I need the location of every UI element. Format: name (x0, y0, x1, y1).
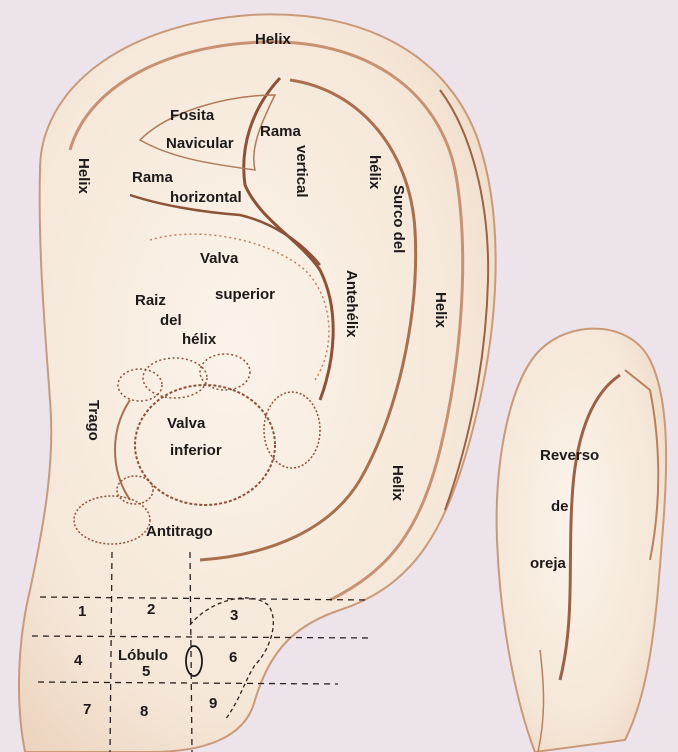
label-rama-vertical-2: vertical (294, 145, 309, 198)
ear-back-shape (497, 329, 666, 752)
label-helix-top: Helix (255, 32, 291, 47)
lobule-zone-3: 3 (230, 608, 238, 623)
lobule-zone-7: 7 (83, 702, 91, 717)
label-reverso: Reverso (540, 448, 599, 463)
label-antitrago: Antitrago (146, 524, 213, 539)
lobule-zone-2: 2 (147, 602, 155, 617)
label-navicular: Navicular (166, 136, 234, 151)
label-raiz: Raiz (135, 293, 166, 308)
ear-outer-shape (19, 14, 496, 752)
label-rama-horizontal-1: Rama (132, 170, 173, 185)
label-valva-inferior-1: Valva (167, 416, 205, 431)
lobule-zone-4: 4 (74, 653, 82, 668)
label-fosita: Fosita (170, 108, 214, 123)
lobule-zone-9: 9 (209, 696, 217, 711)
label-de: de (551, 499, 569, 514)
label-helix-left: Helix (76, 158, 91, 194)
label-valva-inferior-2: inferior (170, 443, 222, 458)
label-trago: Trago (86, 400, 101, 441)
label-helix-lower: Helix (390, 465, 405, 501)
lobule-zone-5: 5 (142, 664, 150, 679)
label-surco-helix: hélix (367, 155, 382, 189)
label-surco-del: Surco del (391, 185, 406, 253)
label-raiz-helix: hélix (182, 332, 216, 347)
lobule-zone-1: 1 (78, 604, 86, 619)
label-antehelix: Antehélix (344, 270, 359, 338)
lobule-zone-8: 8 (140, 704, 148, 719)
label-valva-superior-2: superior (215, 287, 275, 302)
label-valva-superior-1: Valva (200, 251, 238, 266)
lobule-zone-6: 6 (229, 650, 237, 665)
label-oreja: oreja (530, 556, 566, 571)
label-rama-horizontal-2: horizontal (170, 190, 242, 205)
label-rama-vertical-1: Rama (260, 124, 301, 139)
label-del: del (160, 313, 182, 328)
label-helix-right: Helix (433, 292, 448, 328)
label-lobulo: Lóbulo (118, 648, 168, 663)
